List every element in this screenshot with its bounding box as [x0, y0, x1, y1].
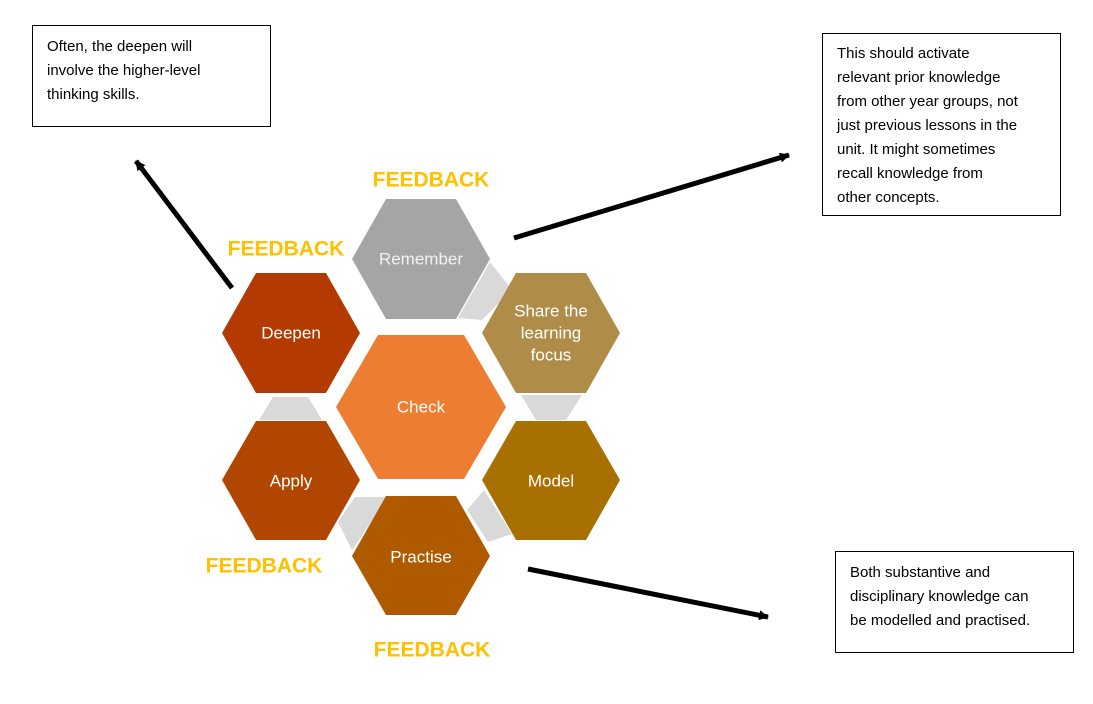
hexagon-model — [482, 421, 620, 540]
hexagon-practise — [352, 496, 490, 615]
hexagon-share — [482, 273, 620, 393]
feedback-label-upper-left: FEEDBACK — [228, 238, 345, 261]
hexagon-label-share-line-1: Share the — [514, 302, 588, 321]
hexagon-deepen — [222, 273, 360, 393]
feedback-label-lower-left: FEEDBACK — [206, 555, 323, 578]
hexagon-label-share-line-3: focus — [531, 346, 572, 365]
hexagon-label-apply: Apply — [270, 472, 313, 491]
connector-model-practise — [467, 490, 512, 542]
connector-practise-apply — [338, 497, 388, 550]
hexagon-label-model: Model — [528, 472, 574, 491]
connector-remember-share — [458, 262, 512, 320]
callout-model: Both substantive and disciplinary knowle… — [835, 551, 1074, 653]
hexagon-check — [336, 335, 506, 479]
connectors — [259, 262, 582, 550]
feedback-label-bottom: FEEDBACK — [374, 639, 491, 662]
arrow-practise-to-callout — [527, 566, 769, 621]
arrow-remember-to-callout — [513, 152, 790, 241]
hexagon-label-deepen: Deepen — [261, 324, 321, 343]
feedback-labels: FEEDBACK FEEDBACK FEEDBACK FEEDBACK — [206, 169, 491, 662]
hexagons — [222, 199, 620, 615]
hexagon-apply — [222, 421, 360, 540]
arrow-deepen-to-callout — [134, 159, 234, 290]
arrows — [134, 152, 790, 621]
hexagon-label-check: Check — [397, 398, 446, 417]
hexagon-label-remember: Remember — [379, 250, 463, 269]
hexagon-labels: Remember Share the learning focus Model … — [261, 250, 588, 567]
hexagon-label-practise: Practise — [390, 548, 451, 567]
callout-remember: This should activate relevant prior know… — [822, 33, 1061, 216]
callout-deepen: Often, the deepen will involve the highe… — [32, 25, 271, 127]
connector-share-model — [521, 395, 582, 420]
feedback-label-top: FEEDBACK — [373, 169, 490, 192]
hexagon-remember — [352, 199, 490, 319]
connector-deepen-apply — [259, 397, 322, 420]
hexagon-label-share-line-2: learning — [521, 324, 582, 343]
